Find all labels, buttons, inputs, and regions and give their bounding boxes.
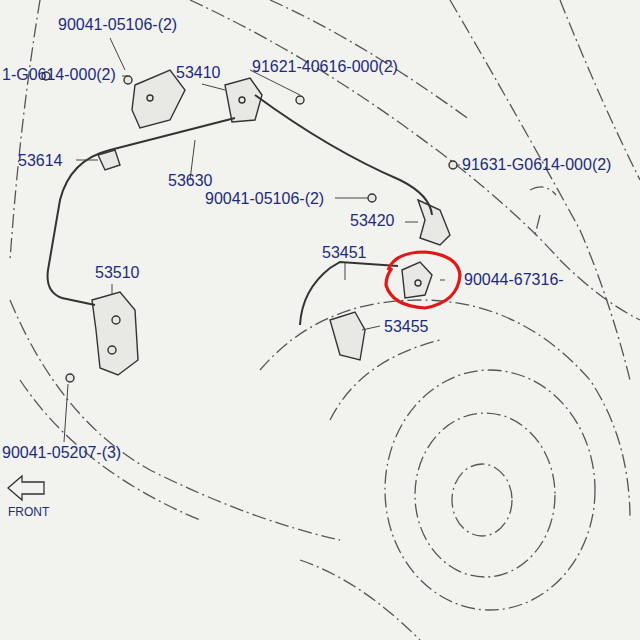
part-number: 90044-67316- — [464, 271, 564, 289]
part-number: 91621-40616-000(2) — [252, 58, 398, 76]
part-number: 90041-05106-(2) — [58, 16, 177, 34]
part-number: 90041-05207-(3) — [2, 444, 121, 462]
callout-number: 53455 — [384, 318, 429, 336]
callout-number: 53451 — [322, 244, 367, 262]
callout-number: 53410 — [176, 64, 221, 82]
callout-number: 53420 — [350, 212, 395, 230]
part-number: 90041-05106-(2) — [205, 190, 324, 208]
callout-number: 53510 — [95, 264, 140, 282]
direction-label: FRONT — [8, 503, 49, 521]
part-number: 1-G0614-000(2) — [2, 66, 116, 84]
callout-number: 53614 — [18, 152, 63, 170]
callout-number: 53630 — [168, 172, 213, 190]
part-number: 91631-G0614-000(2) — [462, 156, 611, 174]
